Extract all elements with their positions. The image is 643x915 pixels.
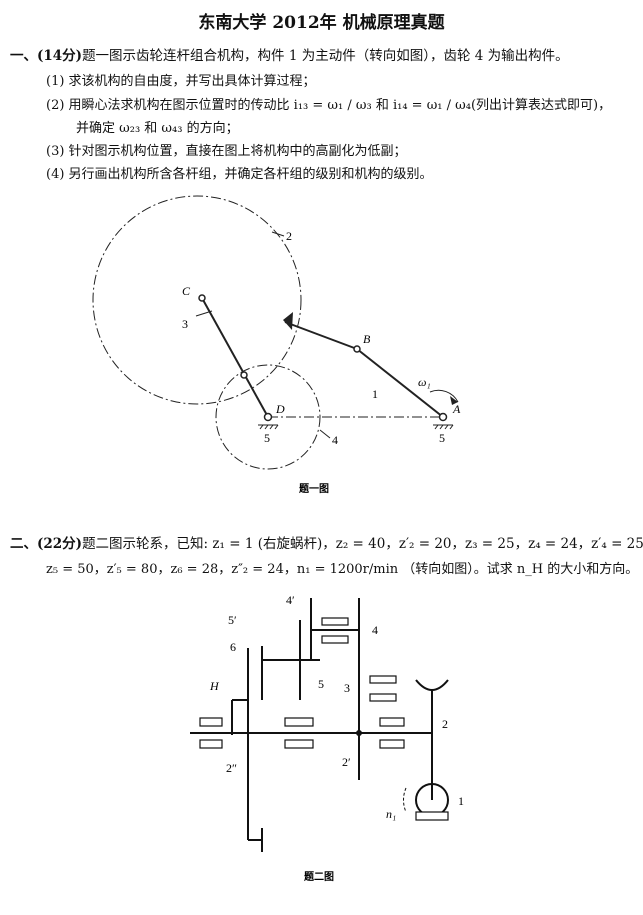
- question-1-stem: 一、(14分)题一图示齿轮连杆组合机构，构件 1 为主动件（转向如图），齿轮 4…: [10, 44, 569, 64]
- leader-2: [271, 231, 285, 237]
- bearing: [199, 717, 223, 727]
- label-b: B: [363, 332, 371, 346]
- label-1: 1: [458, 794, 464, 808]
- label-5-right: 5: [439, 431, 445, 445]
- label-5: 5: [318, 677, 324, 691]
- gear-2-pitch-circle: [92, 195, 302, 405]
- label-4-prime: 4′: [286, 593, 295, 607]
- label-4: 4: [372, 623, 378, 637]
- label-omega1: ω₁: [418, 375, 431, 389]
- question-2-text: 题二图示轮系，已知: z₁ = 1 (右旋蜗杆)，z₂ = 40，z′₂ = 2…: [82, 536, 643, 552]
- joint-link3-gear: [240, 371, 248, 379]
- page-title: 东南大学 2012年 机械原理真题: [198, 13, 445, 33]
- question-2-line-1: 二、(22分)题二图示轮系，已知: z₁ = 1 (右旋蜗杆)，z₂ = 40，…: [10, 532, 643, 552]
- label-d: D: [275, 402, 285, 416]
- figure-1-caption: 题一图: [299, 483, 329, 495]
- label-5-left: 5: [264, 431, 270, 445]
- label-h: H: [209, 679, 220, 693]
- omega1-arrow-arc: [429, 389, 459, 403]
- gear-contact-triangle: [283, 312, 293, 330]
- gear-4-pitch-circle: [215, 364, 321, 470]
- question-1-item-2-cont: 并确定 ω₂₃ 和 ω₄₃ 的方向；: [76, 121, 239, 136]
- pivot-d: [263, 412, 273, 422]
- question-1-item-3: (3) 针对图示机构位置，直接在图上将机构中的高副化为低副；: [46, 144, 407, 159]
- omega1-arrowhead: [450, 396, 458, 405]
- label-2: 2: [286, 229, 292, 243]
- figure-2-caption: 题二图: [304, 871, 334, 883]
- label-2-prime: 2′: [342, 755, 351, 769]
- label-c: C: [182, 284, 191, 298]
- link-3: [201, 297, 269, 418]
- n1-arrow: [402, 787, 407, 813]
- leader-4: [319, 429, 331, 439]
- question-1-item-2: (2) 用瞬心法求机构在图示位置时的传动比 i₁₃ = ω₁ / ω₃ 和 i₁…: [46, 98, 612, 113]
- question-2-line-2: z₅ = 50，z′₅ = 80，z₆ = 28，z″₂ = 24，n₁ = 1…: [46, 562, 639, 577]
- label-5-prime: 5′: [228, 613, 237, 627]
- link-2-arm: [284, 321, 358, 350]
- question-1-text: 题一图示齿轮连杆组合机构，构件 1 为主动件（转向如图），齿轮 4 为输出构件。: [82, 48, 569, 64]
- label-6: 6: [230, 640, 236, 654]
- label-2: 2: [442, 717, 448, 731]
- label-3: 3: [344, 681, 350, 695]
- question-1-item-4: (4) 另行画出机构所含各杆组，并确定各杆组的级别和机构的级别。: [46, 167, 433, 182]
- joint-b: [353, 345, 361, 353]
- joint-c: [198, 294, 206, 302]
- question-2-heading: 二、(22分): [10, 536, 83, 552]
- label-3: 3: [182, 317, 188, 331]
- label-a: A: [452, 402, 461, 416]
- label-1: 1: [372, 387, 378, 401]
- leader-3: [195, 310, 213, 317]
- question-1-heading: 一、(14分): [10, 48, 83, 64]
- link-1: [356, 348, 444, 418]
- pivot-a: [438, 412, 448, 422]
- label-n1: n₁: [386, 807, 396, 821]
- worm-wheel-2: [415, 679, 449, 691]
- label-4: 4: [332, 433, 338, 447]
- question-1-item-1: (1) 求该机构的自由度，并写出具体计算过程；: [46, 74, 316, 89]
- label-2-double-prime: 2″: [226, 761, 237, 775]
